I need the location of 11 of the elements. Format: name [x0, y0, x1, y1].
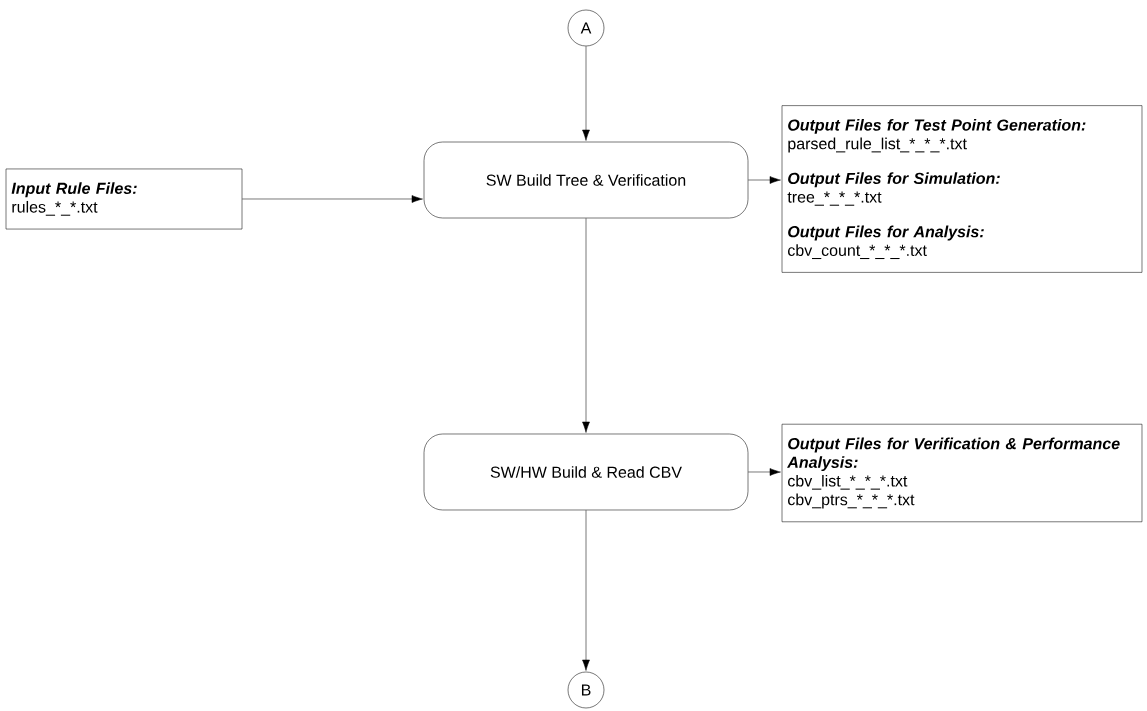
- arrow: [748, 468, 781, 476]
- arrow: [748, 176, 781, 184]
- arrow: [582, 218, 590, 433]
- arrow: [242, 195, 423, 203]
- file-box: Output Files for Test Point Generation: parsed_rule_list_*_*_*.txt Output Files for Simulation: tree_*_*_*.txt Output Files for Analysis: cbv_count_*_*_*.txt: [781, 105, 1143, 273]
- arrow: [582, 510, 590, 671]
- file-box: Output Files for Verification & Performance Analysis: cbv_list_*_*_*.txt cbv_ptrs_*_*_*.txt: [781, 423, 1143, 523]
- file-box: Input Rule Files: rules_*_*.txt: [5, 168, 243, 230]
- process-box: SW/HW Build & Read CBV: [423, 433, 749, 511]
- arrow: [582, 46, 590, 141]
- process-box: SW Build Tree & Verification: [423, 141, 749, 219]
